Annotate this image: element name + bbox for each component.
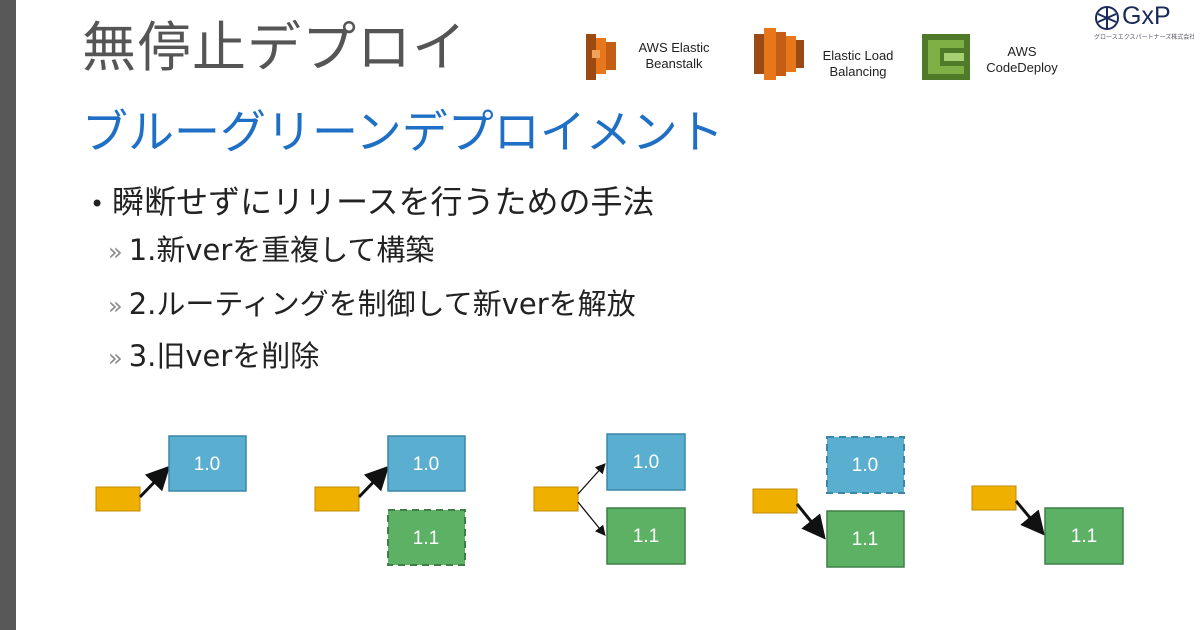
step-item-1: »1.新verを重複して構築 bbox=[108, 228, 434, 274]
double-chevron-icon: » bbox=[108, 238, 123, 266]
version-box-old bbox=[606, 433, 686, 491]
double-chevron-icon: » bbox=[108, 292, 123, 320]
step-text-2: 2.ルーティングを制御して新verを解放 bbox=[128, 287, 636, 321]
step-text-1: 1.新verを重複して構築 bbox=[128, 233, 435, 267]
route-arrow bbox=[795, 503, 826, 540]
version-box-new bbox=[1044, 507, 1124, 565]
version-label-new: 1.1 bbox=[852, 529, 878, 550]
company-logo-subtext: グロースエクスパートナーズ株式会社 bbox=[1094, 34, 1194, 41]
version-box-old bbox=[168, 435, 247, 492]
version-box-new bbox=[826, 510, 905, 568]
version-label-new: 1.1 bbox=[413, 528, 439, 549]
route-arrow bbox=[138, 465, 171, 499]
stage-3: 1.0 1.1 bbox=[533, 433, 686, 565]
bullet-dot-icon: • bbox=[90, 190, 105, 218]
gxp-logo-icon bbox=[1095, 6, 1119, 30]
step-text-3: 3.旧verを削除 bbox=[128, 339, 320, 373]
version-label-new: 1.1 bbox=[1071, 526, 1097, 547]
version-box-new bbox=[387, 509, 466, 566]
router-box bbox=[971, 485, 1017, 511]
route-arrow bbox=[357, 465, 390, 499]
company-logo-text: GxP bbox=[1122, 2, 1171, 30]
double-chevron-icon: » bbox=[108, 344, 123, 372]
slide-title: 無停止デプロイ bbox=[82, 16, 467, 79]
aws-codedeploy-icon bbox=[922, 34, 970, 80]
stage-2: 1.0 1.1 bbox=[314, 435, 466, 566]
route-arrow bbox=[577, 501, 606, 537]
route-arrow bbox=[577, 463, 606, 495]
version-label-old: 1.0 bbox=[633, 452, 659, 473]
step-item-3: »3.旧verを削除 bbox=[108, 334, 319, 380]
router-box bbox=[314, 486, 360, 512]
slide-left-edge-bar bbox=[0, 0, 16, 630]
version-label-old: 1.0 bbox=[194, 454, 220, 475]
stage-5: 1.1 bbox=[971, 485, 1124, 565]
route-arrow bbox=[1014, 500, 1045, 536]
bullet-text: 瞬断せずにリリースを行うための手法 bbox=[112, 183, 655, 221]
elastic-load-balancing-icon bbox=[754, 28, 804, 80]
router-box bbox=[533, 486, 579, 512]
version-box-new bbox=[606, 507, 686, 565]
stage-4: 1.0 1.1 bbox=[752, 436, 905, 568]
version-label-old: 1.0 bbox=[413, 454, 439, 475]
version-box-old bbox=[826, 436, 905, 494]
step-item-2: »2.ルーティングを制御して新verを解放 bbox=[108, 282, 636, 328]
aws-elastic-beanstalk-icon bbox=[586, 34, 616, 80]
bullet-point: •瞬断せずにリリースを行うための手法 bbox=[90, 178, 655, 228]
blue-green-diagram: 1.0 1.0 1.1 1.0 1.1 1.0 1.1 1.1 bbox=[95, 433, 1124, 568]
version-box-old bbox=[387, 435, 466, 492]
router-box bbox=[752, 488, 798, 514]
slide-subtitle: ブルーグリーンデプロイメント bbox=[82, 105, 724, 159]
router-box bbox=[95, 486, 141, 512]
version-label-old: 1.0 bbox=[852, 455, 878, 476]
version-label-new: 1.1 bbox=[633, 526, 659, 547]
stage-1: 1.0 bbox=[95, 435, 247, 512]
